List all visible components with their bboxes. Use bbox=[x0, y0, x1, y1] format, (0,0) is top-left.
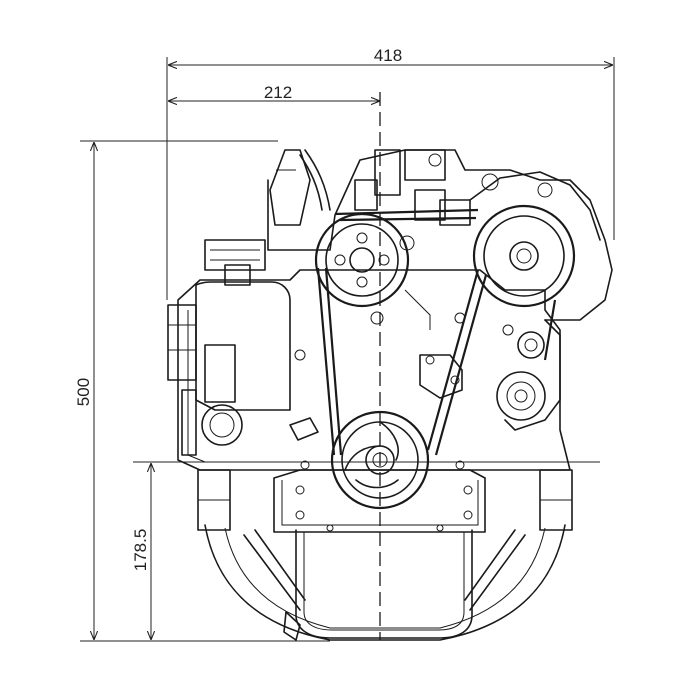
idler-pulley bbox=[496, 319, 561, 431]
crank-offset-label: 212 bbox=[264, 83, 292, 102]
overall-height-label: 500 bbox=[74, 378, 93, 406]
alternator-pulley bbox=[469, 171, 601, 308]
overall-width-label: 418 bbox=[374, 46, 402, 65]
engine-outline bbox=[167, 149, 613, 641]
water-pump-pulley bbox=[314, 212, 415, 325]
dimension-crank-height: 178.5 bbox=[131, 461, 600, 640]
crank-height-label: 178.5 bbox=[131, 529, 150, 572]
dimension-overall-height: 500 bbox=[74, 140, 330, 642]
drive-belt bbox=[316, 208, 557, 456]
dimension-overall-width: 418 bbox=[166, 46, 615, 300]
dimension-crank-offset: 212 bbox=[168, 83, 380, 102]
